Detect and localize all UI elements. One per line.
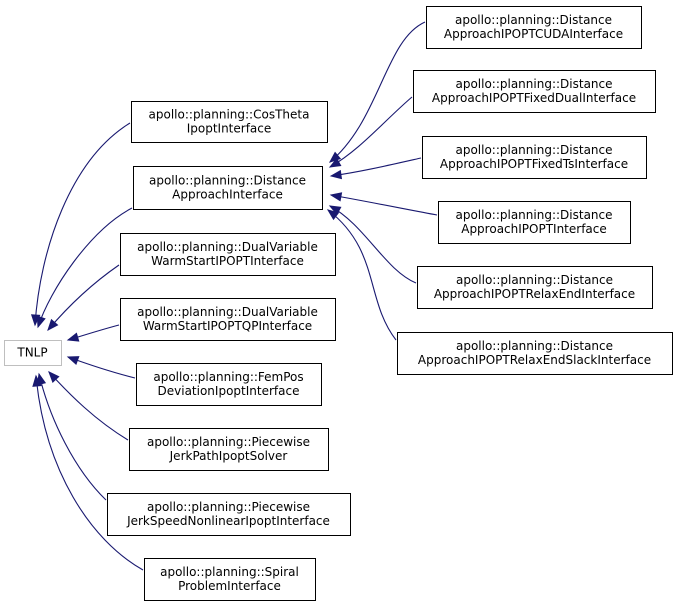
arrowhead-fempos-to-tnlp bbox=[66, 356, 80, 366]
nodes: TNLP apollo::planning::CosThetaIpoptInter… bbox=[4, 6, 673, 601]
node-piecewisespeed[interactable]: apollo::planning::PiecewiseJerkSpeedNonl… bbox=[107, 493, 351, 536]
arrowhead-dualvarqp-to-tnlp bbox=[66, 332, 80, 342]
node-label-piecewisespeed-line2: JerkSpeedNonlinearIpoptInterface bbox=[126, 514, 330, 528]
node-box-distance bbox=[133, 166, 323, 210]
node-label-piecewisepath-line2: JerkPathIpoptSolver bbox=[169, 449, 288, 463]
edge-relaxend-to-distance bbox=[329, 205, 417, 284]
node-fixedts[interactable]: apollo::planning::DistanceApproachIPOPTF… bbox=[422, 136, 647, 179]
arrowhead-piecewisepath-to-tnlp bbox=[48, 371, 60, 383]
node-ipopt[interactable]: apollo::planning::DistanceApproachIPOPTI… bbox=[438, 201, 631, 244]
node-dualvarqp[interactable]: apollo::planning::DualVariableWarmStartI… bbox=[120, 298, 336, 341]
node-label-ipopt-line1: apollo::planning::Distance bbox=[455, 208, 612, 222]
node-label-tnlp-line1: TNLP bbox=[16, 346, 47, 360]
node-cuda[interactable]: apollo::planning::DistanceApproachIPOPTC… bbox=[426, 6, 642, 49]
node-piecewisepath[interactable]: apollo::planning::PiecewiseJerkPathIpopt… bbox=[129, 428, 329, 471]
node-relaxendslack[interactable]: apollo::planning::DistanceApproachIPOPTR… bbox=[397, 332, 673, 375]
node-label-dualvar-line1: apollo::planning::DualVariable bbox=[137, 240, 318, 254]
node-label-cuda-line2: ApproachIPOPTCUDAInterface bbox=[444, 27, 623, 41]
node-label-relaxendslack-line2: ApproachIPOPTRelaxEndSlackInterface bbox=[418, 353, 651, 367]
edge-fixeddual-to-distance bbox=[329, 96, 413, 168]
node-label-cuda-line1: apollo::planning::Distance bbox=[455, 13, 612, 27]
node-label-dualvarqp-line2: WarmStartIPOPTQPInterface bbox=[143, 319, 312, 333]
edge-piecewisepath-to-tnlp bbox=[48, 371, 129, 441]
edge-dualvar-to-tnlp bbox=[47, 264, 120, 331]
node-box-cuda bbox=[426, 6, 642, 49]
node-label-relaxend-line2: ApproachIPOPTRelaxEndInterface bbox=[434, 287, 635, 301]
node-box-fixedts bbox=[422, 136, 647, 179]
node-label-dualvarqp-line1: apollo::planning::DualVariable bbox=[137, 305, 318, 319]
edge-spiral-to-tnlp bbox=[35, 375, 144, 571]
node-label-fixeddual-line2: ApproachIPOPTFixedDualInterface bbox=[432, 91, 636, 105]
node-label-relaxendslack-line1: apollo::planning::Distance bbox=[456, 339, 613, 353]
node-label-spiral-line2: ProblemInterface bbox=[178, 579, 281, 593]
node-label-spiral-line1: apollo::planning::Spiral bbox=[160, 565, 299, 579]
node-distance[interactable]: apollo::planning::DistanceApproachInterf… bbox=[133, 166, 323, 210]
node-box-spiral bbox=[144, 558, 316, 601]
edge-fixedts-to-distance bbox=[330, 157, 422, 177]
arrowhead-spiral-to-tnlp bbox=[32, 374, 42, 387]
node-label-fempos-line1: apollo::planning::FemPos bbox=[153, 370, 303, 384]
edge-fempos-to-tnlp bbox=[67, 356, 136, 379]
node-tnlp[interactable]: TNLP bbox=[4, 340, 62, 366]
node-box-fixeddual bbox=[413, 70, 656, 113]
node-label-distance-line1: apollo::planning::Distance bbox=[149, 174, 306, 188]
node-box-costheta bbox=[131, 101, 328, 143]
edge-cuda-to-distance bbox=[329, 21, 426, 163]
node-label-fixedts-line2: ApproachIPOPTFixedTsInterface bbox=[440, 157, 628, 171]
node-dualvar[interactable]: apollo::planning::DualVariableWarmStartI… bbox=[120, 233, 336, 276]
node-label-dualvar-line2: WarmStartIPOPTInterface bbox=[151, 254, 304, 268]
node-label-costheta-line2: IpoptInterface bbox=[187, 122, 272, 136]
node-label-piecewisepath-line1: apollo::planning::Piecewise bbox=[147, 435, 310, 449]
edge-ipopt-to-distance bbox=[330, 194, 438, 216]
node-label-fixeddual-line1: apollo::planning::Distance bbox=[455, 77, 612, 91]
arrowhead-fixeddual-to-distance bbox=[328, 157, 342, 168]
edge-distance-to-tnlp bbox=[37, 207, 133, 328]
node-box-piecewisepath bbox=[129, 428, 329, 471]
node-box-dualvarqp bbox=[120, 298, 336, 341]
node-box-tnlp bbox=[4, 340, 62, 366]
edge-piecewisespeed-to-tnlp bbox=[38, 373, 107, 501]
arrowhead-distance-to-tnlp bbox=[36, 315, 46, 329]
node-relaxend[interactable]: apollo::planning::DistanceApproachIPOPTR… bbox=[417, 266, 653, 309]
arrowhead-relaxend-to-distance bbox=[328, 205, 342, 216]
node-label-fixedts-line1: apollo::planning::Distance bbox=[455, 143, 612, 157]
node-label-piecewisespeed-line1: apollo::planning::Piecewise bbox=[147, 500, 310, 514]
node-label-ipopt-line2: ApproachIPOPTInterface bbox=[461, 222, 607, 236]
node-label-relaxend-line1: apollo::planning::Distance bbox=[456, 273, 613, 287]
arrowhead-fixedts-to-distance bbox=[329, 169, 343, 180]
edge-relaxendslack-to-distance bbox=[327, 209, 397, 341]
node-label-fempos-line2: DeviationIpoptInterface bbox=[158, 384, 300, 398]
edge-costheta-to-tnlp bbox=[34, 122, 131, 326]
node-fixeddual[interactable]: apollo::planning::DistanceApproachIPOPTF… bbox=[413, 70, 656, 113]
edges bbox=[30, 21, 438, 571]
node-box-ipopt bbox=[438, 201, 631, 244]
arrowhead-relaxendslack-to-distance bbox=[326, 209, 340, 221]
node-box-fempos bbox=[136, 363, 322, 406]
node-box-relaxend bbox=[417, 266, 653, 309]
node-fempos[interactable]: apollo::planning::FemPosDeviationIpoptIn… bbox=[136, 363, 322, 406]
node-box-relaxendslack bbox=[397, 332, 673, 375]
arrowhead-dualvar-to-tnlp bbox=[47, 318, 59, 332]
arrowhead-ipopt-to-distance bbox=[329, 192, 343, 202]
node-label-distance-line2: ApproachInterface bbox=[172, 188, 283, 202]
node-label-costheta-line1: apollo::planning::CosTheta bbox=[149, 108, 310, 122]
node-box-piecewisespeed bbox=[107, 493, 351, 536]
node-box-dualvar bbox=[120, 233, 336, 276]
